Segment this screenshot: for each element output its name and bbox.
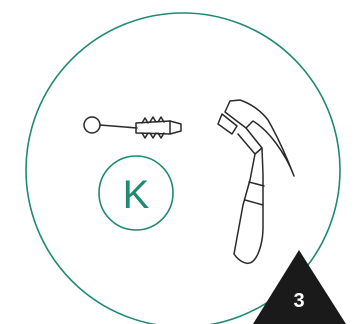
step-number-badge: 3 [253,250,346,324]
part-label-letter: K [123,173,150,217]
wall-plug-and-screw-icon [84,117,181,138]
hammer-icon [218,100,294,263]
part-label-badge: K [99,156,173,230]
step-number-text: 3 [293,290,304,312]
